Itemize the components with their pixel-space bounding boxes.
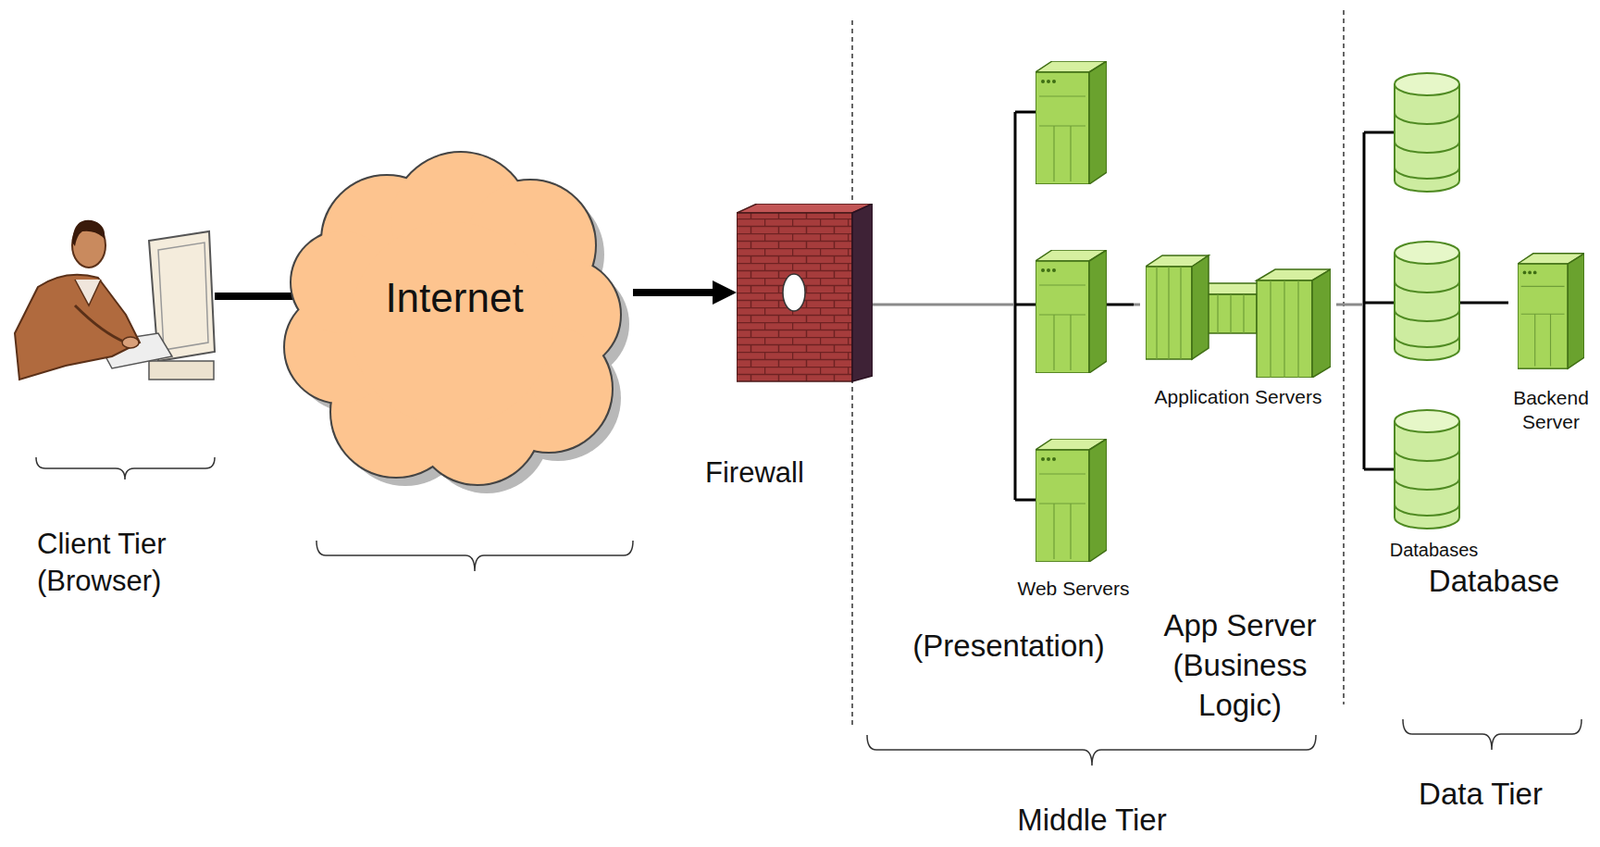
- shape-part: [74, 305, 126, 343]
- database-group-outline: [1362, 71, 1488, 567]
- text-holder: (Presentation): [888, 627, 1129, 665]
- bracket: [1402, 719, 1582, 750]
- web-server-icon: [1035, 61, 1107, 185]
- text-holder: Data Tier: [1388, 775, 1574, 813]
- shape-part: [122, 336, 139, 348]
- node-label: Internet: [275, 272, 633, 323]
- tier-label: (Presentation): [888, 627, 1129, 665]
- web-server-icon: [1035, 249, 1107, 373]
- text-holder: Internet: [275, 272, 633, 323]
- brick-wall: [736, 203, 873, 382]
- server-group: Web Servers: [1013, 61, 1134, 603]
- bracket: [36, 457, 215, 480]
- tier-label: Middle Tier: [980, 801, 1204, 839]
- text-holder: Database: [1413, 562, 1576, 600]
- text-holder: Middle Tier: [980, 801, 1204, 839]
- shape-part: [158, 242, 209, 350]
- shape-part: [349, 222, 554, 426]
- firewall-wall-outline: [736, 203, 873, 388]
- connector: [1133, 303, 1141, 307]
- node-label: Application Servers: [1140, 384, 1337, 410]
- text-holder: Databases: [1380, 538, 1488, 562]
- tier-label: Data Tier: [1388, 775, 1574, 813]
- bracket: [316, 540, 633, 571]
- cloud-shape: Internet: [275, 152, 633, 491]
- connector: [1487, 301, 1509, 305]
- text-holder: Backend Server: [1508, 385, 1594, 435]
- firewall-wall: Firewall: [736, 203, 873, 388]
- text-holder: Firewall: [705, 455, 844, 492]
- shape-part: [72, 220, 105, 247]
- server-icon: Backend Server: [1508, 249, 1594, 435]
- connector: [872, 303, 1014, 307]
- app-server-icon: [1145, 255, 1331, 378]
- tier-label: App Server (Business Logic): [1147, 606, 1333, 726]
- shape-part: [14, 274, 140, 380]
- node-label: Backend Server: [1508, 385, 1594, 435]
- shape-part: [36, 457, 1582, 766]
- database-cylinder: [1394, 241, 1460, 360]
- database-cylinder: [1394, 73, 1460, 192]
- shape-part: [148, 360, 214, 380]
- bracket: [867, 734, 1316, 766]
- cloud-shape-outline: [275, 152, 633, 491]
- node-label: Firewall: [705, 455, 844, 492]
- text-holder: Client Tier (Browser): [37, 525, 213, 601]
- text-holder: Web Servers: [1013, 576, 1134, 601]
- text-holder: Application Servers: [1140, 384, 1337, 410]
- web-server-icon: [1035, 438, 1107, 562]
- shape-part: [74, 279, 101, 306]
- text-holder: App Server (Business Logic): [1147, 606, 1333, 726]
- connector: [1336, 303, 1363, 307]
- app-server: Application Servers: [1140, 229, 1337, 415]
- database-cylinder: [1394, 409, 1460, 529]
- client-illustration: [14, 220, 215, 380]
- node-label: Databases: [1380, 538, 1488, 562]
- tier-label: Client Tier (Browser): [37, 525, 213, 601]
- shape-part: [349, 222, 554, 426]
- connector: [632, 288, 717, 297]
- server-group-outline: [1013, 61, 1134, 603]
- tier-divider: [1342, 10, 1345, 705]
- tier-label: Database: [1413, 562, 1576, 600]
- node-label: Web Servers: [1013, 576, 1134, 601]
- backend-server-icon: [1517, 253, 1585, 369]
- database-group: Databases: [1362, 71, 1488, 567]
